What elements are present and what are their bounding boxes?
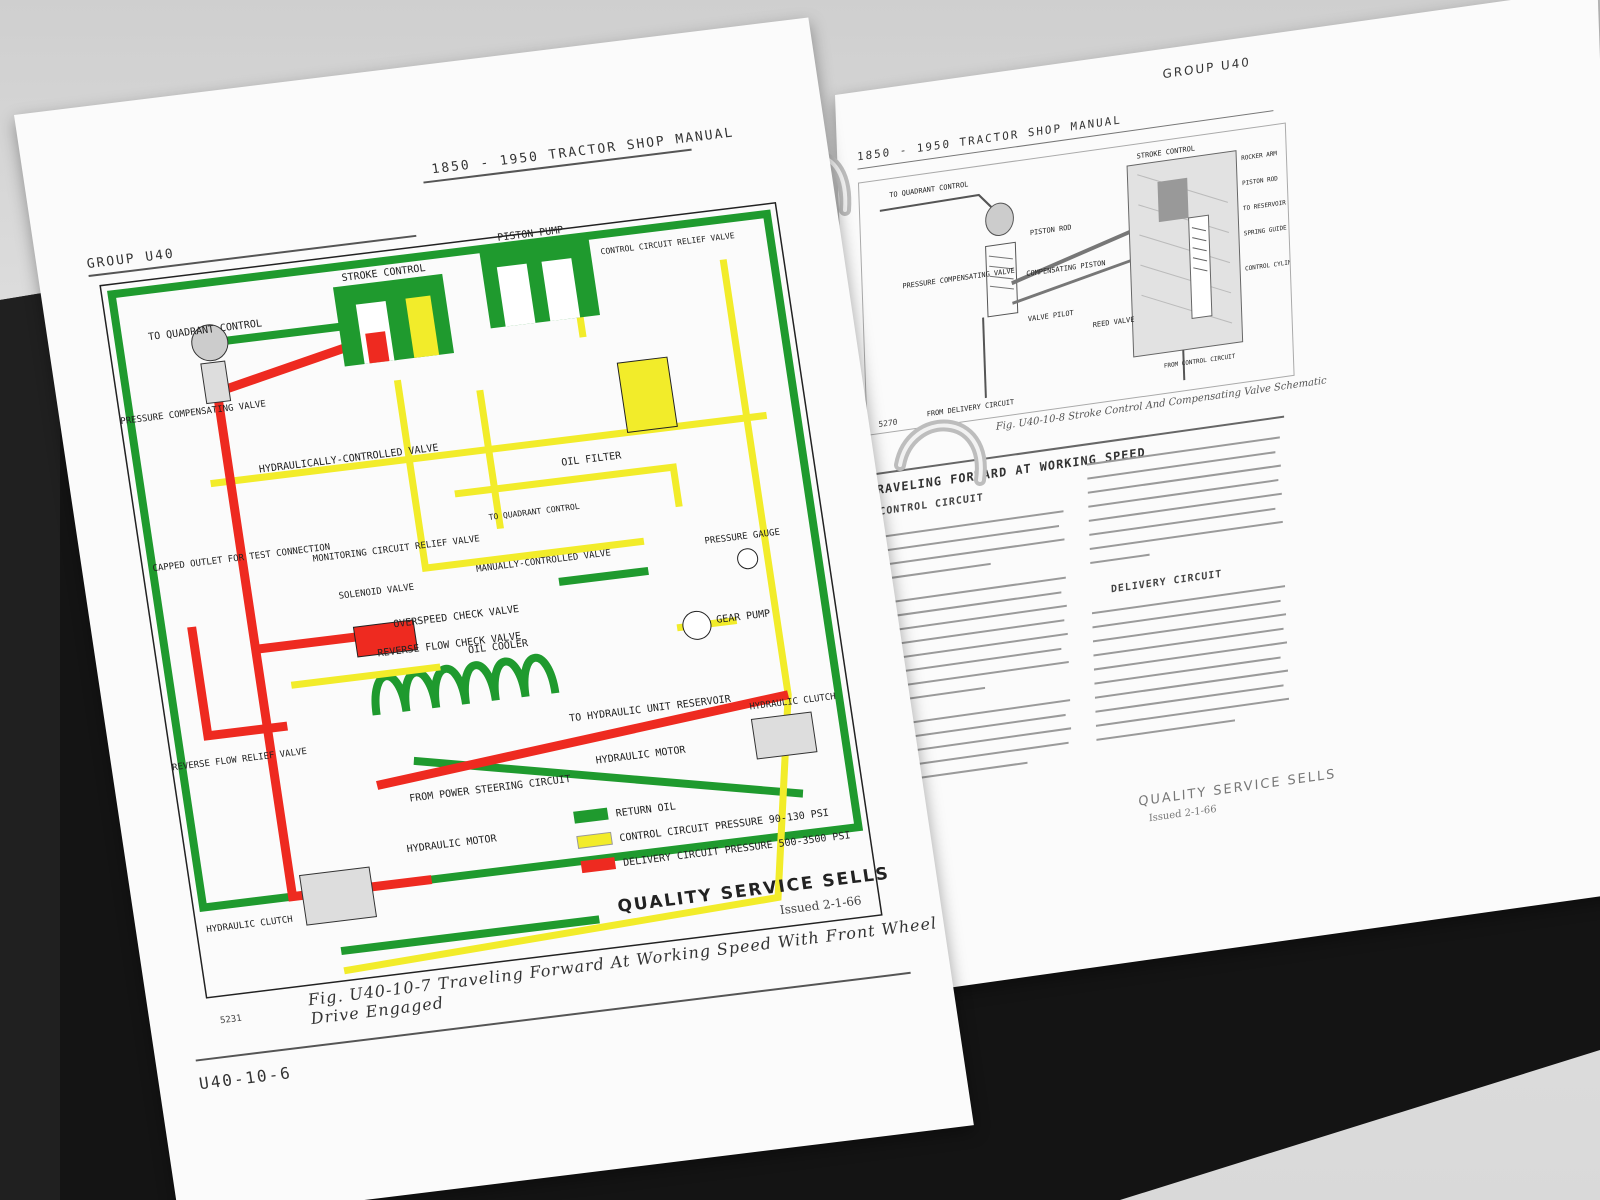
label-reverse-flow-relief-valve: REVERSE FLOW RELIEF VALVE [172,747,308,773]
sch-label-piston-rod-2: PISTON ROD [1242,175,1278,187]
label-gear-pump: GEAR PUMP [716,608,771,625]
legend-swatch-delivery [580,857,617,874]
right-footer-slogan: QUALITY SERVICE SELLS [1138,766,1337,810]
hydraulic-diagram: TO QUADRANT CONTROL PRESSURE COMPENSATIN… [99,201,883,999]
label-oil-filter: OIL FILTER [561,450,623,468]
sch-label-rocker-arm: ROCKER ARM [1241,150,1277,162]
legend-label-return: RETURN OIL [615,801,676,819]
legend-swatch-control [576,831,613,849]
sch-label-piston-rod: PISTON ROD [1030,222,1072,237]
left-figure-code: 5231 [219,1013,243,1027]
schematic-frame: TO QUADRANT CONTROL PRESSURE COMPENSATIN… [857,122,1328,436]
sch-label-control-cylinder: CONTROL CYLINDER PISTON [1245,254,1294,273]
label-solenoid-valve: SOLENOID VALVE [338,583,415,602]
label-hydraulic-motor-bottom: HYDRAULIC MOTOR [406,833,498,855]
check-valve-block [352,619,419,658]
sch-label-from-control: FROM CONTROL CIRCUIT [1164,353,1236,370]
label-to-quadrant-control-2: TO QUADRANT CONTROL [488,502,580,522]
left-page-number: U40-10-6 [197,1063,294,1094]
label-hydraulic-clutch-left: HYDRAULIC CLUTCH [206,915,294,935]
right-text-lines-top [1086,436,1283,565]
legend-swatch-return [573,807,609,824]
piston-pump-block [478,235,600,329]
hydraulic-motor-right [750,711,818,760]
right-text-column: DELIVERY CIRCUIT [1086,431,1296,760]
stroke-control-schematic: TO QUADRANT CONTROL PRESSURE COMPENSATIN… [879,143,1328,418]
label-pressure-gauge: PRESSURE GAUGE [704,528,781,547]
label-from-power-steering: FROM POWER STEERING CIRCUIT [409,774,572,805]
label-overspeed-check-valve: OVERSPEED CHECK VALVE [393,604,520,630]
right-page: GROUP U40 1850 - 1950 TRACTOR SHOP MANUA… [835,0,1600,1000]
quadrant-lever [191,324,229,362]
sch-label-valve-pilot: VALVE PILOT [1028,308,1075,324]
sch-label-spring-guide: SPRING GUIDE [1244,224,1287,237]
label-monitoring-circuit-relief-valve: MONITORING CIRCUIT RELIEF VALVE [312,534,480,564]
label-pressure-compensating-valve: PRESSURE COMPENSATING VALVE [120,399,267,427]
label-hydraulic-motor-right: HYDRAULIC MOTOR [595,745,687,767]
label-hydraulic-clutch-right: HYDRAULIC CLUTCH [749,692,837,712]
gear-pump-symbol [682,610,712,640]
right-text-lines-bottom [1091,585,1289,741]
left-header: 1850 - 1950 TRACTOR SHOP MANUAL [430,125,736,178]
right-issued-date: Issued 2-1-66 [1148,803,1217,825]
hydraulic-motor-bottom [298,866,378,926]
oil-filter-block [616,356,678,434]
delivery-pressure-lines [187,341,790,902]
right-group-label: GROUP U40 [1162,54,1252,82]
sch-label-to-reservoir: TO RESERVOIR [1243,199,1286,212]
pressure-gauge-symbol [737,548,759,570]
diagram-frame [99,201,883,999]
sch-label-reed-valve: REED VALVE [1093,315,1135,330]
left-page: 1850 - 1950 TRACTOR SHOP MANUAL GROUP U4… [14,17,974,1200]
